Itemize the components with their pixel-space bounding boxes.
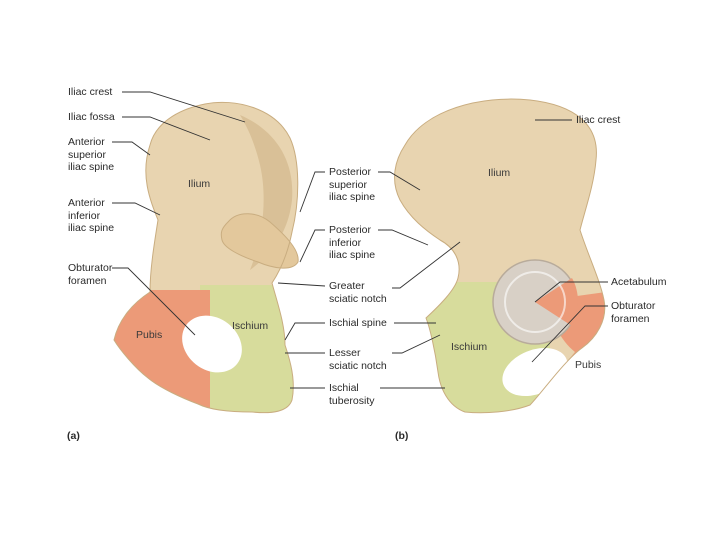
- label-greater-sciatic-notch: Greater sciatic notch: [329, 280, 387, 305]
- label-line: Iliac crest: [576, 114, 620, 127]
- bone-label-pubis-a: Pubis: [136, 329, 162, 341]
- label-lesser-sciatic-notch: Lesser sciatic notch: [329, 347, 387, 372]
- label-line: Iliac crest: [68, 86, 112, 99]
- label-ischial-tuberosity: Ischial tuberosity: [329, 382, 375, 407]
- label-line: inferior: [68, 210, 114, 223]
- leader-piis-a: [300, 230, 325, 262]
- label-line: Obturator: [611, 300, 655, 313]
- label-acetabulum: Acetabulum: [611, 276, 666, 289]
- label-line: Anterior: [68, 136, 114, 149]
- label-line: superior: [329, 179, 375, 192]
- hip-bone-lateral-view: [100, 102, 340, 430]
- label-line: Obturator: [68, 262, 112, 275]
- leader-asis-a: [112, 142, 150, 155]
- label-line: Ischial spine: [329, 317, 387, 330]
- leader-greater-sciatic-a: [278, 283, 325, 286]
- label-obturator-foramen-b: Obturator foramen: [611, 300, 655, 325]
- bone-label-ilium-a: Ilium: [188, 178, 210, 190]
- leader-psis-a: [300, 172, 325, 212]
- label-line: iliac spine: [329, 191, 375, 204]
- label-line: inferior: [329, 237, 375, 250]
- label-line: sciatic notch: [329, 293, 387, 306]
- label-line: tuberosity: [329, 395, 375, 408]
- bone-label-pubis-b: Pubis: [575, 359, 601, 371]
- label-line: Anterior: [68, 197, 114, 210]
- hip-bone-medial-view: [395, 99, 620, 422]
- label-ischial-spine: Ischial spine: [329, 317, 387, 330]
- leader-greater-sciatic-b: [392, 242, 460, 288]
- label-anterior-superior-iliac-spine: Anterior superior iliac spine: [68, 136, 114, 174]
- label-iliac-fossa-a: Iliac fossa: [68, 111, 115, 124]
- label-line: foramen: [611, 313, 655, 326]
- label-line: Greater: [329, 280, 387, 293]
- bone-label-ischium-b: Ischium: [451, 341, 487, 353]
- label-obturator-foramen-a: Obturator foramen: [68, 262, 112, 287]
- leader-piis-b: [378, 230, 428, 245]
- label-posterior-inferior-iliac-spine: Posterior inferior iliac spine: [329, 224, 375, 262]
- label-line: foramen: [68, 275, 112, 288]
- bone-label-ischium-a: Ischium: [232, 320, 268, 332]
- label-line: Ischial: [329, 382, 375, 395]
- label-line: iliac spine: [68, 222, 114, 235]
- label-line: sciatic notch: [329, 360, 387, 373]
- bone-label-ilium-b: Ilium: [488, 167, 510, 179]
- label-iliac-crest-a: Iliac crest: [68, 86, 112, 99]
- label-line: iliac spine: [68, 161, 114, 174]
- label-anterior-inferior-iliac-spine: Anterior inferior iliac spine: [68, 197, 114, 235]
- panel-tag-b: (b): [395, 430, 408, 442]
- label-posterior-superior-iliac-spine: Posterior superior iliac spine: [329, 166, 375, 204]
- panel-tag-a: (a): [67, 430, 80, 442]
- label-line: Iliac fossa: [68, 111, 115, 124]
- label-line: iliac spine: [329, 249, 375, 262]
- label-line: Posterior: [329, 166, 375, 179]
- label-line: superior: [68, 149, 114, 162]
- label-line: Acetabulum: [611, 276, 666, 289]
- leader-ischial-spine-a: [285, 323, 325, 340]
- label-line: Lesser: [329, 347, 387, 360]
- label-line: Posterior: [329, 224, 375, 237]
- label-iliac-crest-b: Iliac crest: [576, 114, 620, 127]
